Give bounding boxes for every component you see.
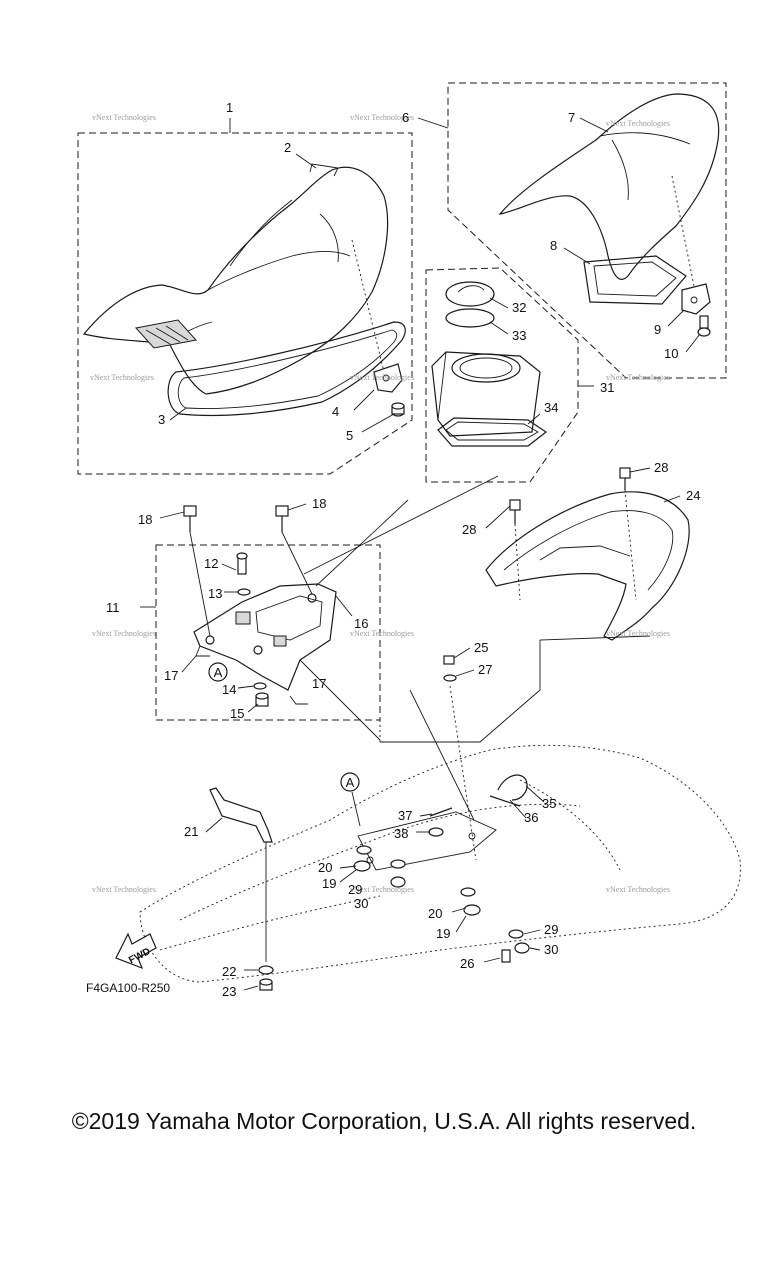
rear-bolt [697,315,711,337]
part-label: 23 [222,984,236,999]
part-label: 13 [208,586,222,601]
part-label: 35 [542,796,556,811]
part-label: 18 [138,512,152,527]
svg-text:vNext Technologies: vNext Technologies [606,885,670,894]
part-label: 16 [354,616,368,631]
copyright-notice: ©2019 Yamaha Motor Corporation, U.S.A. A… [71,1108,697,1134]
part-label: 38 [394,826,408,841]
pin-and-nut [428,807,453,837]
hull-rail-fasteners [258,842,274,991]
part-label: 37 [398,808,412,823]
part-label: 7 [568,110,575,125]
part-label: 10 [664,346,678,361]
part-label: 27 [478,662,492,677]
part-label: 34 [544,400,558,415]
svg-text:vNext Technologies: vNext Technologies [606,629,670,638]
part-label: 3 [158,412,165,427]
latch-hook [489,774,528,807]
part-label: 20 [428,906,442,921]
part-label: 17 [164,668,178,683]
lock-washer [237,588,251,596]
svg-text:A: A [214,665,223,680]
svg-text:vNext Technologies: vNext Technologies [92,113,156,122]
part-label: 6 [402,110,409,125]
part-label: 24 [686,488,700,503]
parts-diagram: A A FWD F4GA100-R250 vNext Technologies … [77,82,741,999]
handle-bolts [509,467,637,601]
rear-seat-base [583,255,687,305]
part-label: 19 [436,926,450,941]
storage-oring [445,308,495,328]
part-label: 28 [462,522,476,537]
group-box-front-seat [77,118,413,475]
part-label: 12 [204,556,218,571]
part-label: 11 [106,600,120,615]
svg-text:vNext Technologies: vNext Technologies [350,113,414,122]
part-label: 22 [222,964,236,979]
svg-text:A: A [346,775,355,790]
part-label: 25 [474,640,488,655]
leader-lines [159,117,701,991]
part-label: 31 [600,380,614,395]
rear-hook-bracket [681,283,711,315]
storage-box [431,351,541,437]
handle-fasteners [443,655,530,963]
storage-cap [445,281,495,307]
lock-nut [255,692,269,707]
part-label: 21 [184,824,198,839]
part-label: 29 [348,882,362,897]
part-label: 9 [654,322,661,337]
storage-gasket [437,417,548,447]
part-label: 32 [512,300,526,315]
group-box-rear-seat [447,82,727,379]
hull-rail-bracket [209,787,273,843]
seat-lock-plate [193,583,337,691]
group-box-storage-box [425,267,594,483]
part-label: 15 [230,706,244,721]
part-label: 1 [226,100,233,115]
rear-seat [498,93,720,297]
front-nut [391,402,405,417]
part-label: 30 [544,942,558,957]
lock-collar [253,682,267,690]
lock-bolt [236,552,248,575]
part-label: 26 [460,956,474,971]
front-seat-base [167,321,406,417]
part-label: 8 [550,238,557,253]
part-label: 19 [322,876,336,891]
svg-text:vNext Technologies: vNext Technologies [606,119,670,128]
svg-text:vNext Technologies: vNext Technologies [350,373,414,382]
part-label: 5 [346,428,353,443]
part-label: 14 [222,682,236,697]
svg-text:vNext Technologies: vNext Technologies [350,885,414,894]
part-label: 30 [354,896,368,911]
hull-grommets [353,845,481,916]
fwd-arrow: FWD [115,932,157,970]
part-label: 28 [654,460,668,475]
front-seat [82,163,389,395]
svg-text:vNext Technologies: vNext Technologies [90,373,154,382]
plate-bolts [183,505,313,637]
part-numbers: 1 2 3 4 5 6 7 8 9 10 11 12 13 14 15 16 1… [106,100,700,999]
part-label: 29 [544,922,558,937]
part-label: 4 [332,404,339,419]
part-label: 36 [524,810,538,825]
part-label: 2 [284,140,291,155]
svg-text:vNext Technologies: vNext Technologies [92,629,156,638]
hull-deck [139,744,741,983]
callout-a-lower: A [340,772,361,827]
front-hook-bracket [373,363,403,393]
part-label: 33 [512,328,526,343]
part-label: 20 [318,860,332,875]
svg-text:vNext Technologies: vNext Technologies [606,373,670,382]
svg-text:vNext Technologies: vNext Technologies [350,629,414,638]
grab-handle [485,491,690,641]
part-label: 17 [312,676,326,691]
watermarks: vNext Technologies vNext Technologies vN… [90,113,670,894]
drawing-code: F4GA100-R250 [86,981,170,995]
part-label: 18 [312,496,326,511]
callout-a-upper: A [208,662,228,682]
svg-text:vNext Technologies: vNext Technologies [92,885,156,894]
